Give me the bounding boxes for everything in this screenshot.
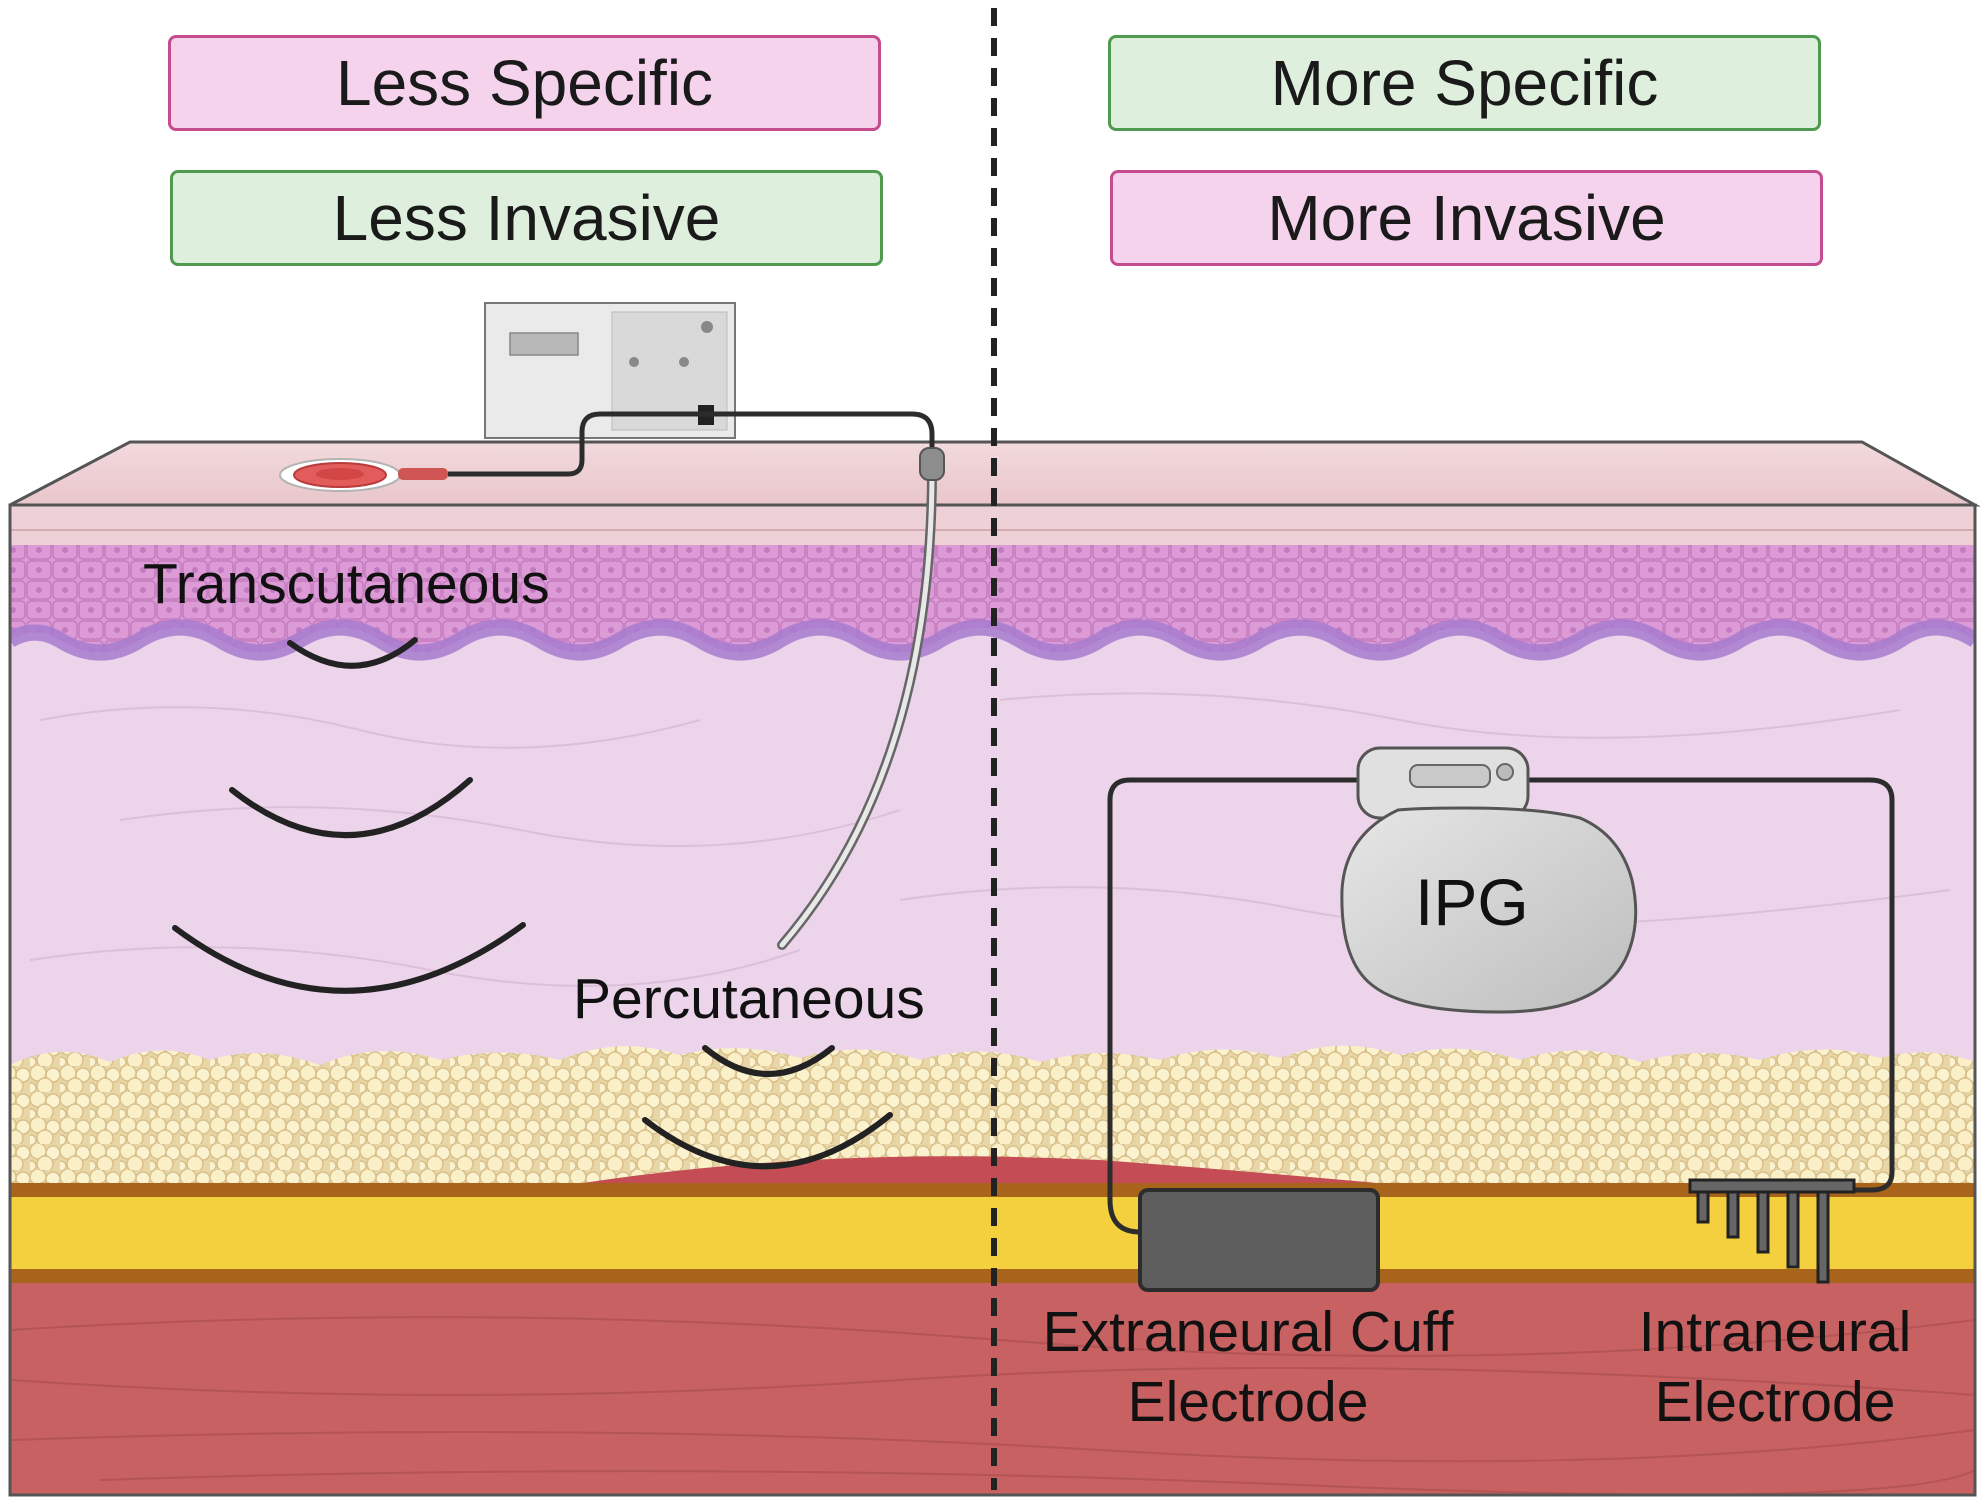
less-specific-tag: Less Specific [168, 35, 881, 131]
more-specific-tag: More Specific [1108, 35, 1821, 131]
field-arc [642, 1112, 893, 1170]
less-invasive-tag: Less Invasive [170, 170, 883, 266]
field-arc [702, 1045, 835, 1077]
external-stimulator [484, 302, 736, 439]
percutaneous-needle [777, 447, 945, 950]
transcutaneous-label: Transcutaneous [143, 552, 550, 616]
more-invasive-tag: More Invasive [1110, 170, 1823, 266]
field-arc [172, 922, 526, 994]
intraneural-electrode [1688, 1178, 1856, 1284]
ipg-label: IPG [1415, 865, 1529, 939]
field-arc [287, 637, 418, 669]
nerve-core [10, 1197, 1975, 1269]
percutaneous-label: Percutaneous [573, 967, 925, 1031]
extraneural-label-line1: Extraneural Cuff [1042, 1300, 1454, 1364]
stimulation-field-arcs [172, 637, 893, 1170]
stimulator-display [509, 332, 579, 356]
extraneural-cuff-electrode-label: Extraneural Cuff Electrode [1018, 1298, 1478, 1437]
intraneural-electrode-label: Intraneural Electrode [1595, 1298, 1955, 1437]
muscle-fibers [10, 1316, 1975, 1495]
ipg-device [1340, 746, 1638, 1014]
ipg-lead-wire [1107, 777, 1895, 1235]
intraneural-label-line2: Electrode [1654, 1369, 1896, 1434]
extraneural-cuff-electrode [1138, 1188, 1380, 1292]
dermis-fibers [29, 692, 1951, 987]
field-arc [229, 777, 473, 839]
extraneural-label-line2: Electrode [1127, 1369, 1369, 1434]
stimulator-cable [448, 411, 935, 477]
intraneural-label-line1: Intraneural [1638, 1300, 1912, 1364]
surface-electrode-pad [279, 458, 448, 492]
